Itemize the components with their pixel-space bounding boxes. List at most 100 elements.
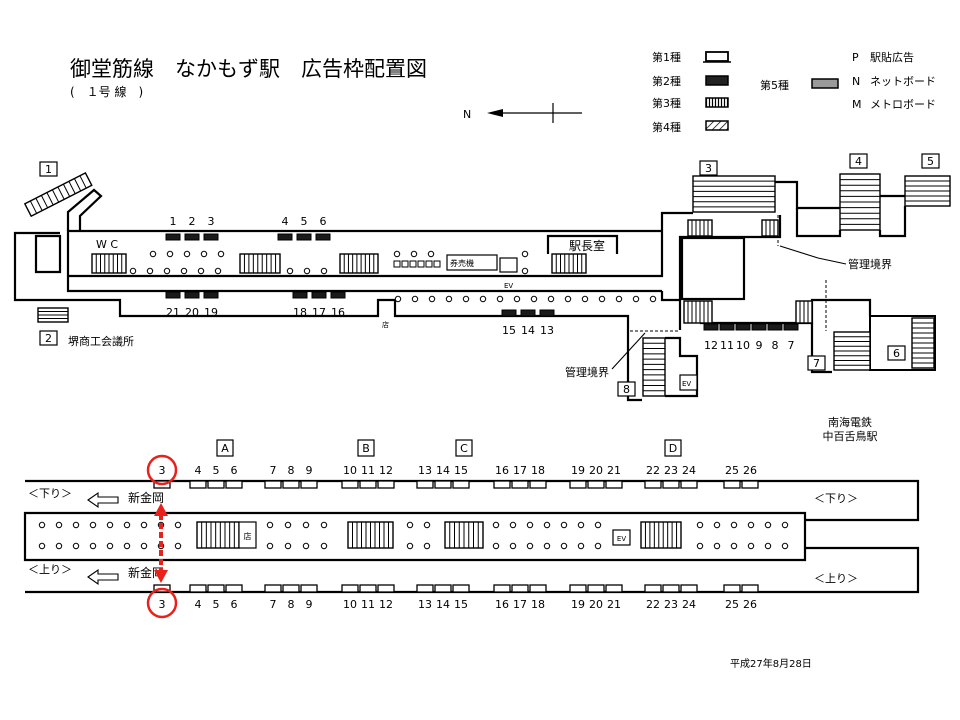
section-a-box[interactable] — [216, 439, 234, 457]
ad-slot-type2[interactable] — [292, 291, 308, 299]
upper-track-ad-slot[interactable] — [207, 480, 225, 489]
lower-track-ad-slot[interactable] — [605, 584, 623, 593]
ad-slot-type2[interactable] — [203, 291, 219, 299]
ad-slot-type2[interactable] — [703, 323, 719, 331]
ad-slot-type2[interactable] — [184, 233, 200, 241]
exit-1-box[interactable] — [39, 161, 58, 177]
upper-track-ad-slot[interactable] — [264, 480, 282, 489]
lower-track-ad-slot[interactable] — [282, 584, 300, 593]
ad-slot-type2[interactable] — [165, 233, 181, 241]
exit-2-box[interactable] — [39, 330, 58, 346]
exit-8-box[interactable] — [617, 381, 636, 397]
platform-shop-box[interactable] — [238, 521, 257, 549]
platform-walls — [23, 479, 920, 594]
page-subtitle: ( １号 線 ) — [70, 84, 143, 99]
upper-track-ad-slot[interactable] — [723, 480, 741, 489]
upper-track-ad-slot[interactable] — [225, 480, 243, 489]
ad-slot-type2[interactable] — [330, 291, 346, 299]
exit-6-box[interactable] — [887, 345, 906, 361]
upper-track-ad-slot[interactable] — [341, 480, 359, 489]
lower-track-ad-slot[interactable] — [511, 584, 529, 593]
section-b-box[interactable] — [357, 439, 375, 457]
lower-track-ad-slot[interactable] — [741, 584, 759, 593]
exit-4-box[interactable] — [849, 153, 868, 169]
exit-7-box[interactable] — [807, 355, 826, 371]
highlight-circle-upper[interactable] — [146, 454, 178, 486]
lower-track-ad-slot[interactable] — [300, 584, 318, 593]
stairs-outline — [23, 171, 93, 218]
lower-track-ad-slot[interactable] — [569, 584, 587, 593]
ad-slot-type2[interactable] — [501, 309, 517, 317]
lower-track-ad-slot[interactable] — [416, 584, 434, 593]
lower-track-ad-slot[interactable] — [207, 584, 225, 593]
ad-slot-type2[interactable] — [735, 323, 751, 331]
ad-slot-type2[interactable] — [520, 309, 536, 317]
upper-track-ad-slot[interactable] — [569, 480, 587, 489]
section-c-box[interactable] — [455, 439, 473, 457]
upper-track-ad-slot[interactable] — [282, 480, 300, 489]
ad-slot-type2[interactable] — [165, 291, 181, 299]
lower-track-ad-slot[interactable] — [662, 584, 680, 593]
pillar — [696, 542, 704, 550]
upper-track-ad-slot[interactable] — [511, 480, 529, 489]
ad-slot-type2[interactable] — [783, 323, 799, 331]
lower-track-ad-slot[interactable] — [452, 584, 470, 593]
left-landing — [34, 234, 62, 274]
lower-track-ad-slot[interactable] — [644, 584, 662, 593]
platform-elevator-box[interactable] — [612, 529, 631, 546]
ad-slot-type2[interactable] — [719, 323, 735, 331]
upper-track-ad-slot[interactable] — [493, 480, 511, 489]
exit8-elevator-box[interactable] — [679, 374, 698, 391]
lower-track-ad-number: 6 — [231, 598, 238, 611]
lower-track-ad-slot[interactable] — [529, 584, 547, 593]
lower-track-ad-slot[interactable] — [189, 584, 207, 593]
ticket-machine-box[interactable] — [446, 254, 498, 271]
lower-track-ad-slot[interactable] — [225, 584, 243, 593]
lower-track-ad-slot[interactable] — [377, 584, 395, 593]
legend-type5-icon — [811, 78, 839, 89]
ad-slot-type2[interactable] — [311, 291, 327, 299]
upper-track-ad-slot[interactable] — [377, 480, 395, 489]
ad-slot-type2[interactable] — [751, 323, 767, 331]
lower-track-ad-slot[interactable] — [434, 584, 452, 593]
exit-3-box[interactable] — [699, 160, 718, 176]
ad-slot-type2[interactable] — [767, 323, 783, 331]
lower-track-ad-slot[interactable] — [680, 584, 698, 593]
upper-track-ad-slot[interactable] — [529, 480, 547, 489]
upper-track-ad-slot[interactable] — [452, 480, 470, 489]
ad-slot-type2[interactable] — [184, 291, 200, 299]
upper-track-ad-slot[interactable] — [359, 480, 377, 489]
stairs — [833, 331, 871, 371]
exit-5-box[interactable] — [921, 153, 940, 169]
ad-slot-type2[interactable] — [315, 233, 331, 241]
upper-track-ad-slot[interactable] — [662, 480, 680, 489]
upper-track-ad-slot[interactable] — [300, 480, 318, 489]
ad-slot-number: 16 — [331, 306, 345, 319]
stairs — [795, 300, 813, 324]
upper-track-ad-slot[interactable] — [644, 480, 662, 489]
upper-track-ad-slot[interactable] — [680, 480, 698, 489]
section-d-box[interactable] — [664, 439, 682, 457]
highlight-circle-lower[interactable] — [146, 587, 178, 619]
boundary-label-upper: 管理境界 — [848, 257, 892, 271]
elevator-box[interactable] — [499, 257, 518, 273]
upper-track-ad-slot[interactable] — [605, 480, 623, 489]
lower-track-ad-slot[interactable] — [341, 584, 359, 593]
pillar — [513, 295, 521, 303]
upper-track-ad-slot[interactable] — [741, 480, 759, 489]
ad-slot-type2[interactable] — [539, 309, 555, 317]
ad-slot-type2[interactable] — [277, 233, 293, 241]
pillar — [598, 295, 606, 303]
lower-track-ad-slot[interactable] — [723, 584, 741, 593]
upper-track-ad-slot[interactable] — [189, 480, 207, 489]
lower-track-ad-slot[interactable] — [264, 584, 282, 593]
stairs — [551, 253, 587, 274]
ad-slot-type2[interactable] — [296, 233, 312, 241]
lower-track-ad-slot[interactable] — [493, 584, 511, 593]
upper-track-ad-slot[interactable] — [416, 480, 434, 489]
upper-track-ad-slot[interactable] — [434, 480, 452, 489]
lower-track-ad-slot[interactable] — [359, 584, 377, 593]
lower-track-ad-slot[interactable] — [587, 584, 605, 593]
ad-slot-type2[interactable] — [203, 233, 219, 241]
upper-track-ad-slot[interactable] — [587, 480, 605, 489]
